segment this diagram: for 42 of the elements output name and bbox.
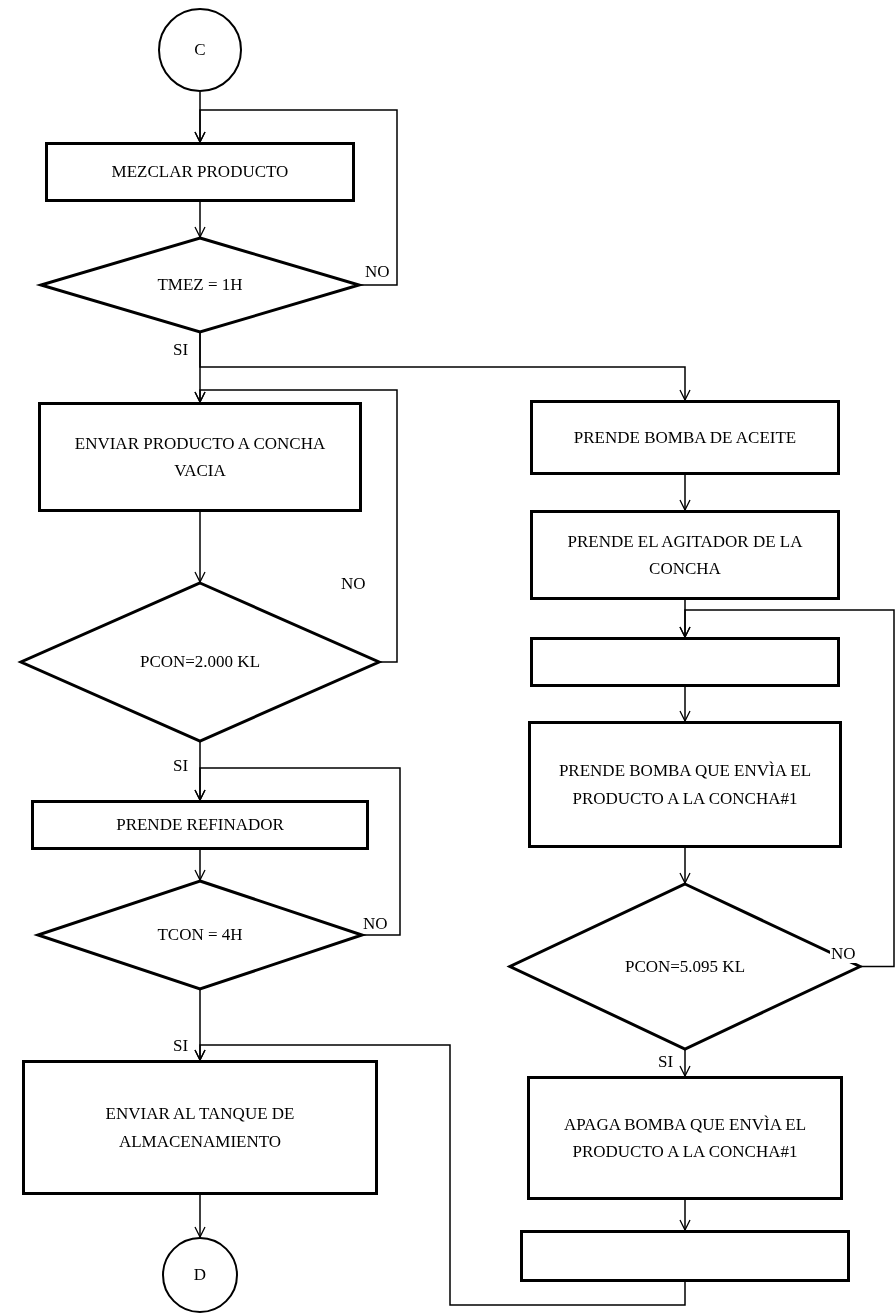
connector-circle	[158, 8, 242, 92]
node-label: PRENDE BOMBA QUE ENVÌA EL PRODUCTO A LA CONCHA#1	[557, 760, 813, 810]
decision-diamond	[509, 883, 861, 1050]
process-box	[530, 510, 840, 600]
arrow	[199, 332, 691, 401]
node-label: APAGA BOMBA QUE ENVÌA EL PRODUCTO A LA CONCHA#1	[562, 1113, 808, 1163]
arrow	[194, 1044, 686, 1306]
arrow	[679, 686, 691, 722]
process-box	[22, 1060, 378, 1195]
process-box	[530, 400, 840, 475]
arrow	[679, 474, 691, 511]
node-label: ENVIAR AL TANQUE DE ALMACENAMIENTO	[104, 1103, 296, 1153]
box-shape	[530, 637, 840, 687]
arrow	[194, 201, 206, 238]
node-label: PCON=2.000 KL	[138, 651, 262, 674]
arrow	[679, 1199, 691, 1231]
process-box	[527, 1076, 843, 1200]
arrow	[194, 511, 206, 583]
arrow	[679, 847, 691, 884]
arrow	[194, 1194, 206, 1238]
arrow	[194, 109, 398, 286]
node-label: PRENDE EL AGITADOR DE LA CONCHA	[566, 530, 804, 580]
node-label: TCON = 4H	[156, 924, 244, 947]
arrow	[194, 849, 206, 881]
node-label: MEZCLAR PRODUCTO	[110, 161, 290, 184]
process-box	[38, 402, 362, 512]
process-box	[528, 721, 842, 848]
connector-circle	[162, 1237, 238, 1313]
box-shape	[520, 1230, 850, 1282]
process-box	[45, 142, 355, 202]
arrow	[194, 767, 401, 936]
process-box	[31, 800, 369, 850]
node-label: C	[193, 39, 207, 62]
node-label: ENVIAR PRODUCTO A CONCHA VACIA	[73, 432, 327, 482]
node-label: PCON=5.095 KL	[623, 955, 747, 978]
node-label: PRENDE BOMBA DE ACEITE	[572, 426, 798, 449]
arrow	[679, 609, 895, 968]
arrow	[679, 1049, 691, 1077]
node-label: TMEZ = 1H	[156, 274, 244, 297]
arrow	[194, 389, 398, 663]
node-label: PRENDE REFINADOR	[115, 814, 285, 837]
node-label: D	[192, 1264, 208, 1287]
